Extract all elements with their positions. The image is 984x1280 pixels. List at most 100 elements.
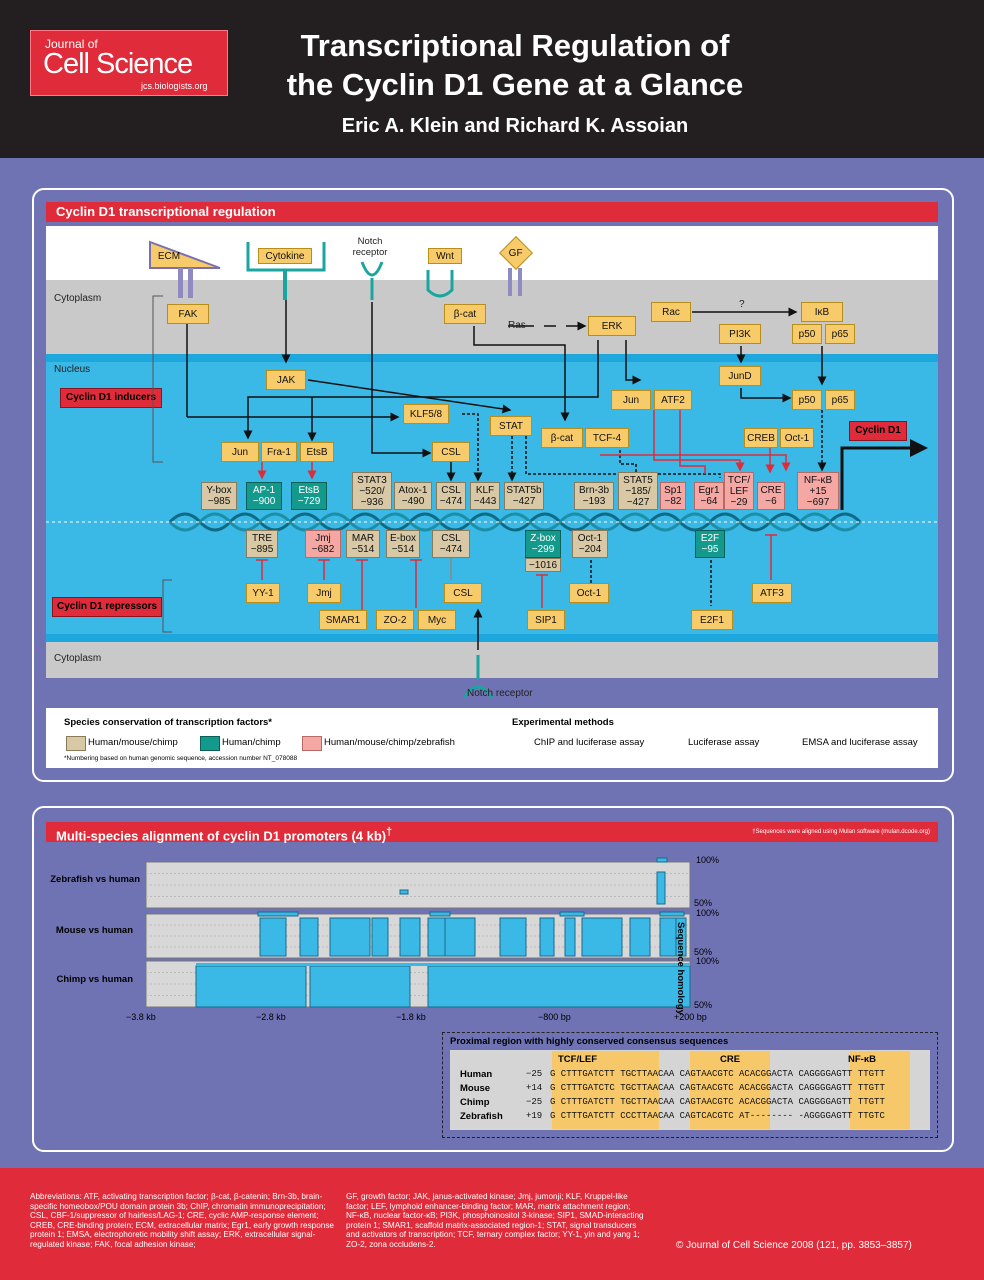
col-nfkb: NF-κB [848,1054,876,1065]
binding-site-bottom-extra[interactable]: −1016 [525,558,561,572]
p65-box-nuc[interactable]: p65 [825,390,855,410]
panel2-title-bar: Multi-species alignment of cyclin D1 pro… [46,822,938,843]
csl-box-nuc[interactable]: CSL [432,442,470,462]
binding-site-bottom-5[interactable]: Z-box−299 [525,530,561,558]
binding-site-bottom-6[interactable]: Oct-1−204 [572,530,608,558]
binding-site-top-5[interactable]: CSL−474 [436,482,466,510]
seq-row-label: Chimp [460,1097,490,1108]
seq-row-pos: −25 [526,1069,543,1079]
ikb-box[interactable]: IκB [801,302,843,322]
xtick-2: −1.8 kb [396,1012,426,1022]
fak-box[interactable]: FAK [167,304,209,324]
pi3k-box[interactable]: PI3K [719,324,761,344]
etsb-box-nuc[interactable]: EtsB [300,442,334,462]
conserved-block [659,911,685,917]
binding-site-top-13[interactable]: CRE−6 [757,482,785,510]
conserved-block [656,857,668,863]
binding-site-top-14[interactable]: NF-κB+15−697 [797,472,839,510]
conserved-block [299,917,319,957]
col-tcf: TCF/LEF [558,1054,598,1065]
notch-receptor-bottom-label: Notch receptor [467,688,533,699]
site-text: −682 [311,544,335,555]
site-text: NF-κB [803,474,833,486]
cytoplasm-label-bottom: Cytoplasm [54,653,102,664]
stat-box[interactable]: STAT [490,416,532,436]
journal-logo[interactable]: Journal of Cell Science jcs.biologists.o… [30,30,228,96]
cyclin-d1-label: Cyclin D1 [849,421,907,441]
header: Journal of Cell Science jcs.biologists.o… [0,0,984,158]
binding-site-bottom-0[interactable]: TRE−895 [246,530,278,558]
e2f1-box[interactable]: E2F1 [691,610,733,630]
myc-box[interactable]: Myc [418,610,456,630]
binding-site-top-1[interactable]: AP-1−900 [246,482,282,510]
conserved-block [564,917,576,957]
ytick-100-mouse: 100% [696,908,720,918]
conserved-block [399,889,409,895]
site-text: −95 [701,544,719,555]
jund-box[interactable]: JunD [719,366,761,386]
binding-site-bottom-4[interactable]: CSL−474 [432,530,470,558]
oct1-repressor-box[interactable]: Oct-1 [569,583,609,603]
site-text: −443 [473,496,497,507]
jun-box-atf[interactable]: Jun [611,390,651,410]
cytokine-box[interactable]: Cytokine [258,248,312,264]
binding-site-top-11[interactable]: Egr1−64 [694,482,724,510]
binding-site-top-0[interactable]: Y-box−985 [201,482,237,510]
p50-box-nuc[interactable]: p50 [792,390,822,410]
conserved-block [629,917,651,957]
site-text: E2F [700,533,720,544]
csl-repressor-box[interactable]: CSL [444,583,482,603]
binding-site-top-2[interactable]: EtsB−729 [291,482,327,510]
binding-site-bottom-2[interactable]: MAR−514 [346,530,380,558]
binding-site-bottom-7[interactable]: E2F−95 [695,530,725,558]
binding-site-top-3[interactable]: STAT3−520/−936 [352,472,392,510]
row-label-chimp: Chimp vs human [56,974,133,985]
binding-site-bottom-1[interactable]: Jmj−682 [305,530,341,558]
inducers-label: Cyclin D1 inducers [60,388,162,408]
p65-box-cyto[interactable]: p65 [825,324,855,344]
jun-box[interactable]: Jun [221,442,259,462]
site-text: Egr1 [698,485,720,496]
ytick-50-chimp: 50% [694,1000,713,1010]
tcf4-box[interactable]: TCF-4 [585,428,629,448]
erk-box[interactable]: ERK [588,316,636,336]
ytick-100-zebra: 100% [696,855,720,865]
cytoplasm-bottom [46,642,938,678]
binding-site-top-4[interactable]: Atox-1−490 [394,482,432,510]
site-text: MAR [351,533,375,544]
p50-box-cyto[interactable]: p50 [792,324,822,344]
conserved-block [581,917,623,957]
yy1-box[interactable]: YY-1 [246,583,280,603]
binding-site-top-12[interactable]: TCF/LEF−29 [724,472,754,510]
zo2-box[interactable]: ZO-2 [376,610,414,630]
atf2-box[interactable]: ATF2 [654,390,692,410]
atf3-box[interactable]: ATF3 [752,583,792,603]
binding-site-top-10[interactable]: Sp1−82 [660,482,686,510]
fra1-box[interactable]: Fra-1 [261,442,297,462]
site-text: Atox-1 [398,485,428,496]
binding-site-bottom-3[interactable]: E-box−514 [386,530,420,558]
legend-chip: ChIP and luciferase assay [534,737,645,748]
bcat-box-cyto[interactable]: β-cat [444,304,486,324]
conserved-block [257,911,299,917]
binding-site-top-8[interactable]: Brn-3b−193 [574,482,614,510]
binding-site-top-7[interactable]: STAT5b−427 [504,482,544,510]
seq-row-label: Mouse [460,1083,491,1094]
oct1-box-nuc[interactable]: Oct-1 [780,428,814,448]
rac-box[interactable]: Rac [651,302,691,322]
wnt-box[interactable]: Wnt [428,248,462,264]
xtick-4: +200 bp [674,1012,707,1022]
binding-site-top-9[interactable]: STAT5−185/−427 [618,472,658,510]
klf58-box[interactable]: KLF5/8 [403,404,449,424]
site-text: TCF/ [727,474,751,486]
creb-box[interactable]: CREB [744,428,778,448]
smar1-box[interactable]: SMAR1 [319,610,367,630]
jmj-repressor-box[interactable]: Jmj [307,583,341,603]
site-text: −427 [626,496,650,508]
sip1-box[interactable]: SIP1 [527,610,565,630]
jak-box[interactable]: JAK [266,370,306,390]
bcat-box-nuc[interactable]: β-cat [541,428,583,448]
site-text: AP-1 [252,485,276,496]
binding-site-top-6[interactable]: KLF−443 [470,482,500,510]
